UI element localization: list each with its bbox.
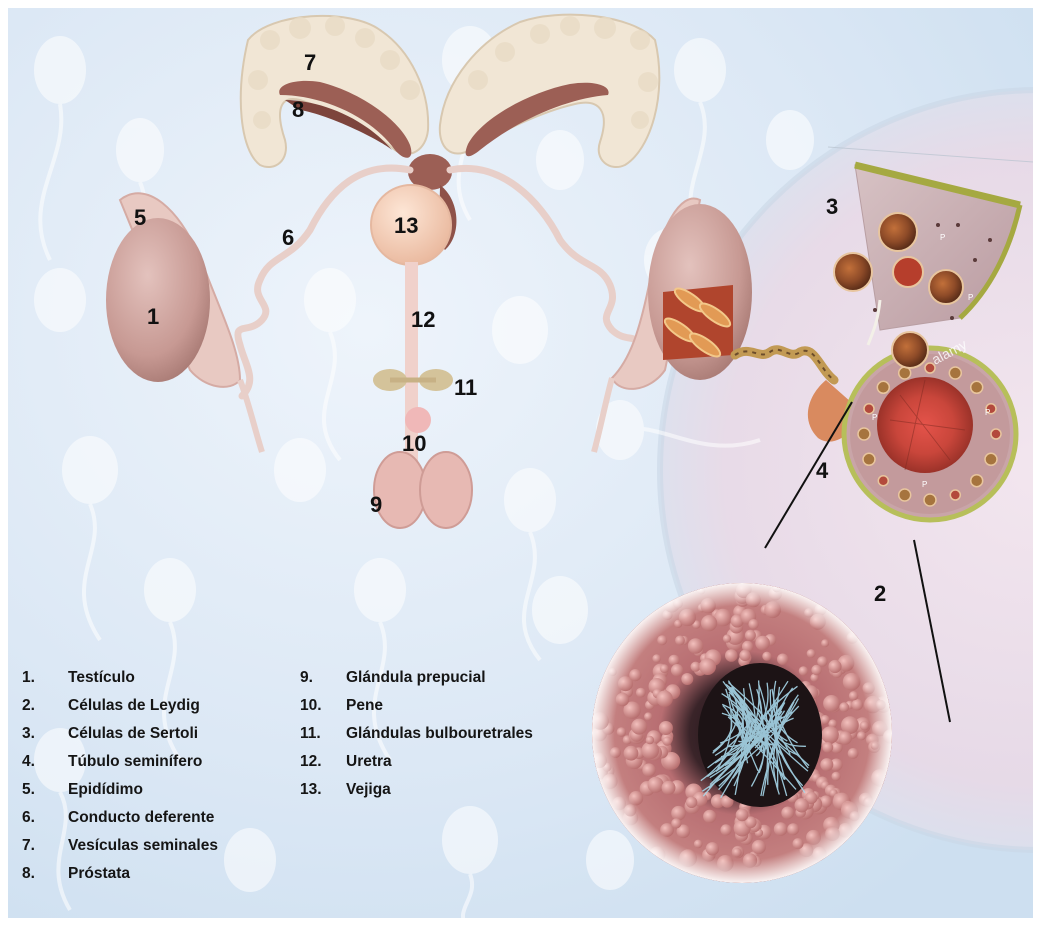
p-label: P: [940, 233, 945, 242]
callout-11: 11: [454, 377, 477, 399]
tubule-cell: [877, 381, 889, 393]
p-label: P: [985, 408, 990, 417]
callout-3: 3: [826, 196, 838, 218]
tubule-cell: [925, 363, 935, 373]
tubule-cell: [991, 429, 1001, 439]
callout-9: 9: [370, 494, 382, 516]
callout-8: 8: [292, 99, 304, 121]
tubule-cell: [985, 453, 997, 465]
tubule-cell: [950, 490, 960, 500]
tubule-cell: [863, 453, 875, 465]
tubule-cell: [858, 428, 870, 440]
callout-13: 13: [394, 215, 418, 237]
callout-7: 7: [304, 52, 316, 74]
callout-1: 1: [147, 306, 159, 328]
legend-left: 1.Testículo 2.Células de Leydig 3.Célula…: [22, 668, 282, 893]
callout-5: 5: [134, 207, 146, 229]
callout-4: 4: [816, 460, 828, 482]
testis-cutaway: [662, 285, 733, 360]
p-label: P: [968, 293, 973, 302]
p-label: P: [872, 413, 877, 422]
tubule-cell: [899, 489, 911, 501]
callout-10: 10: [402, 433, 426, 455]
tubule-cell: [924, 494, 936, 506]
legend-right: 9.Glándula prepucial 10.Pene 11.Glándula…: [300, 668, 600, 808]
tubule-cell: [971, 381, 983, 393]
tubule-cell: [878, 476, 888, 486]
testis: [106, 218, 210, 382]
callout-12: 12: [411, 309, 435, 331]
tubule-cell: [949, 367, 961, 379]
p-label: P: [922, 480, 927, 489]
tubule-cell: [971, 475, 983, 487]
callout-2: 2: [874, 583, 886, 605]
callout-6: 6: [282, 227, 294, 249]
